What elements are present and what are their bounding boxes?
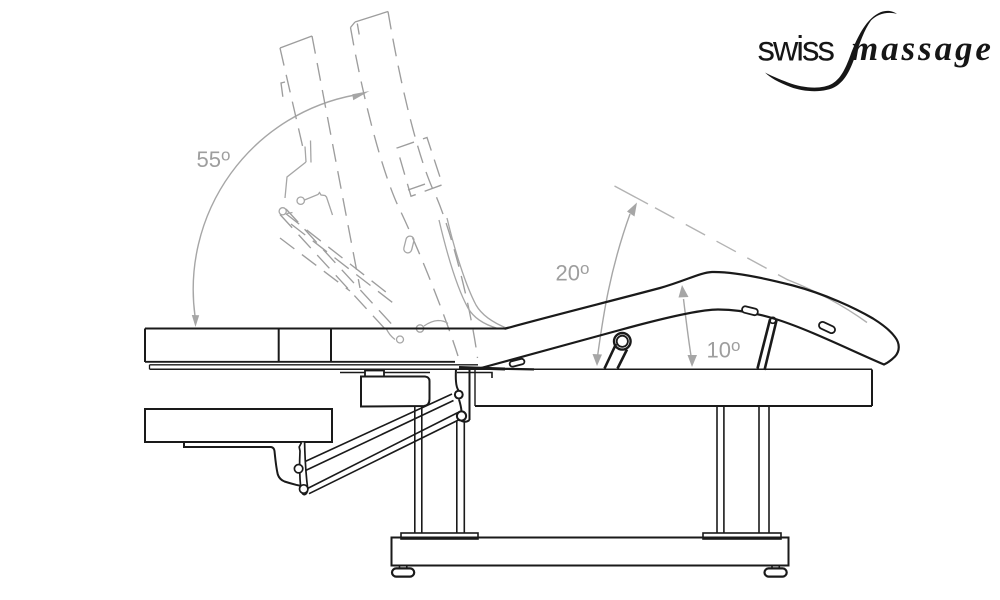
- svg-text:swiss: swiss: [758, 30, 835, 69]
- svg-text:massage: massage: [851, 29, 994, 68]
